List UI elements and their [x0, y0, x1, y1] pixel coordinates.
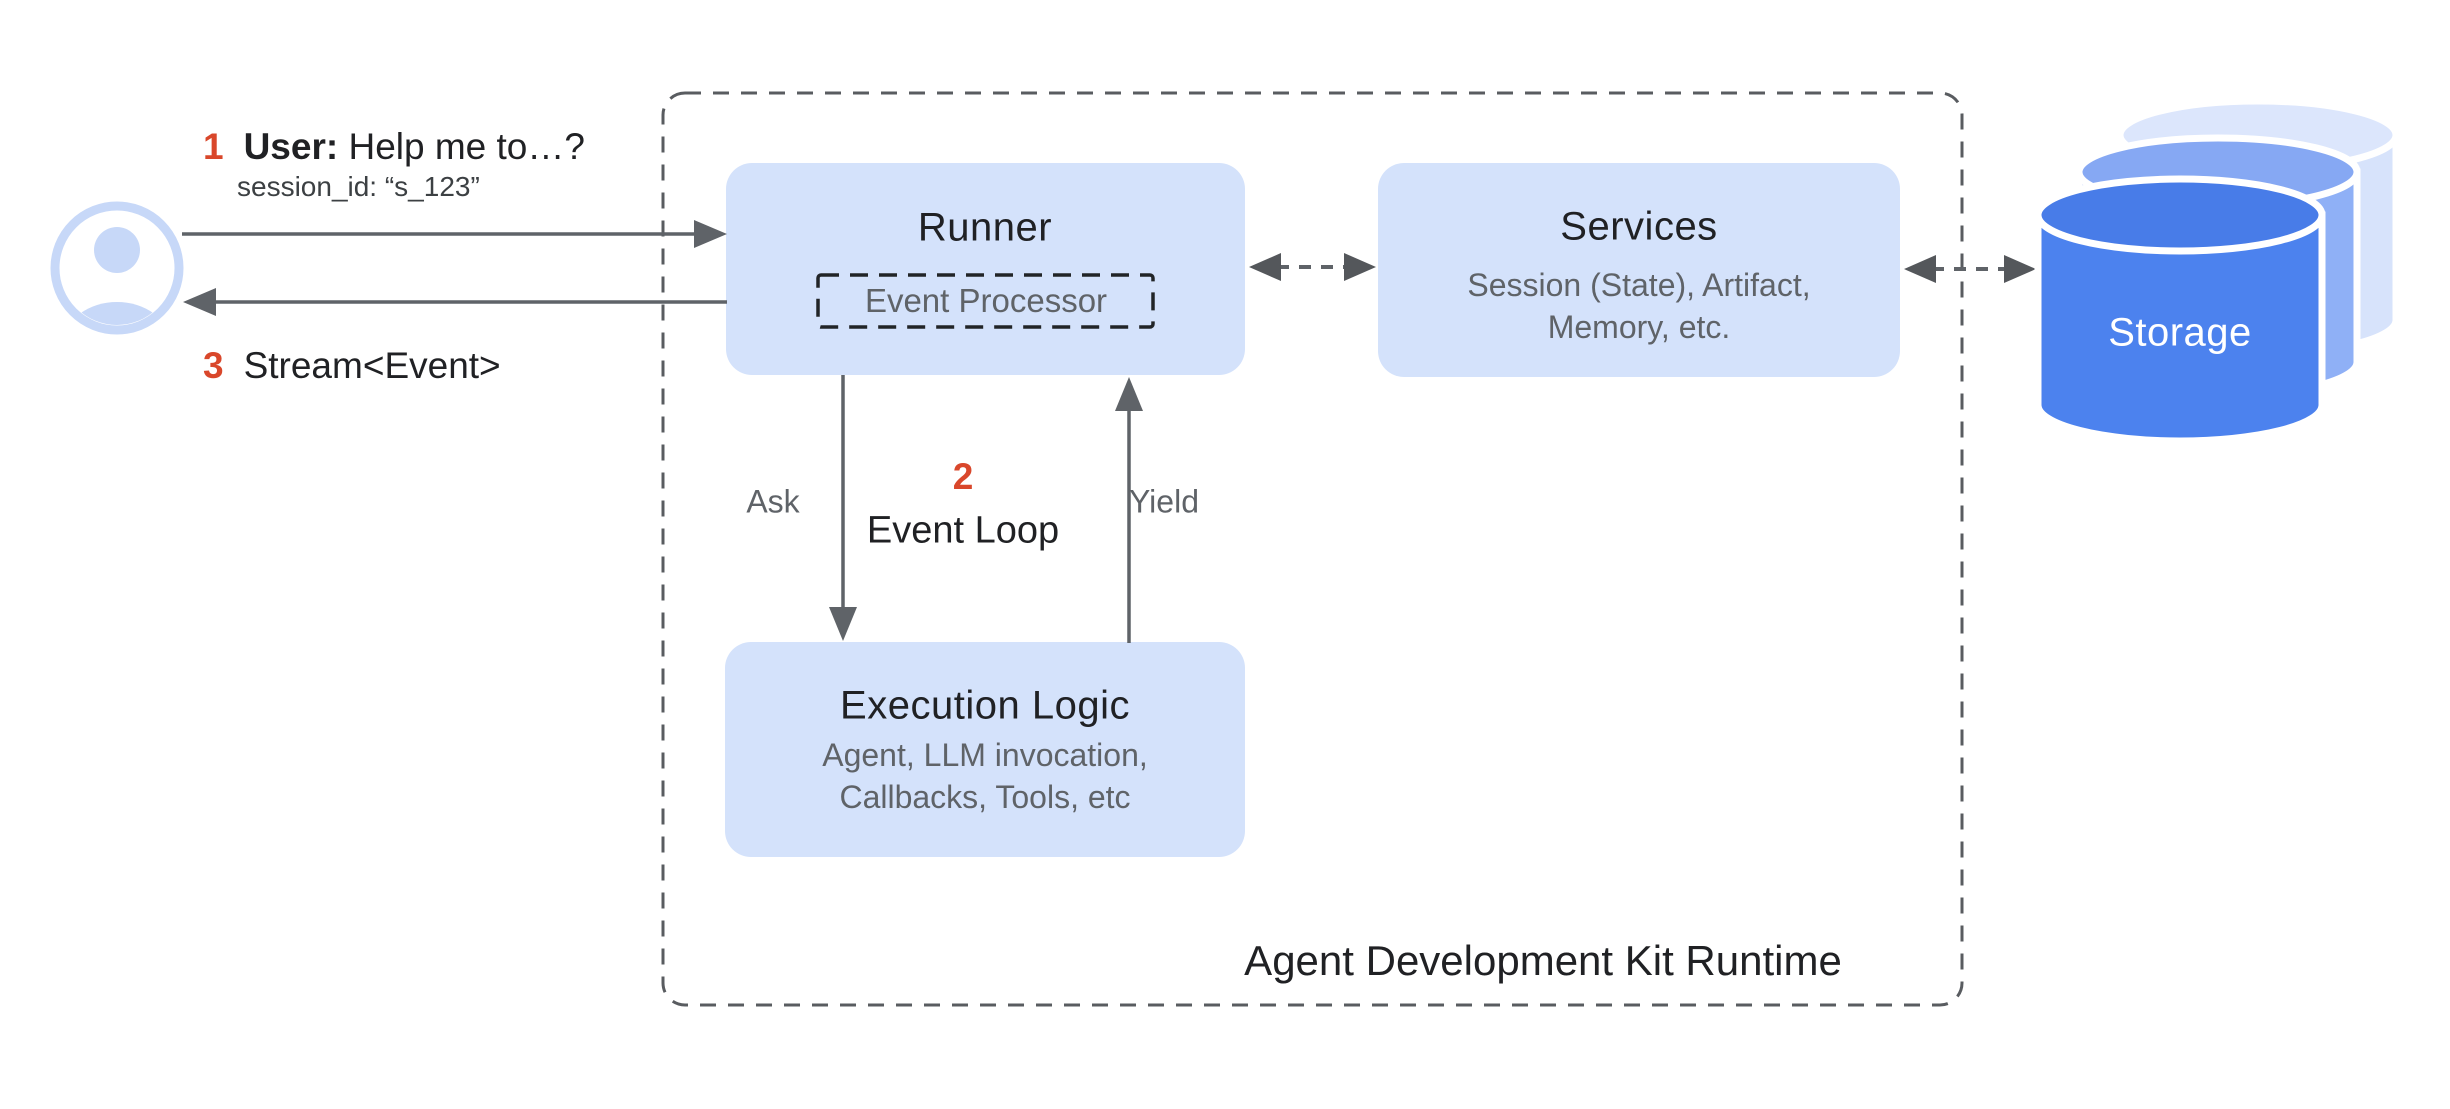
- execution-logic-subtitle-line1: Agent, LLM invocation,: [822, 737, 1148, 773]
- step1-speaker: User:: [243, 126, 339, 167]
- user-response-line: 3 Stream<Event>: [203, 345, 501, 387]
- ask-label: Ask: [746, 483, 800, 520]
- services-storage-arrow: [1904, 255, 2036, 283]
- runner-box: [726, 163, 1245, 375]
- ask-arrow: [829, 375, 857, 641]
- execution-logic-title: Execution Logic: [840, 683, 1130, 728]
- user-avatar-icon: [50, 201, 184, 335]
- event-loop-step-number: 2: [952, 456, 974, 497]
- execution-logic-subtitle: Agent, LLM invocation, Callbacks, Tools,…: [822, 734, 1148, 818]
- services-subtitle: Session (State), Artifact, Memory, etc.: [1467, 264, 1810, 348]
- runner-title: Runner: [917, 205, 1053, 250]
- storage-label: Storage: [2108, 310, 2252, 355]
- step3-message: Stream<Event>: [243, 345, 501, 386]
- user-request-line: 1 User: Help me to…?: [203, 126, 585, 168]
- session-id-label: session_id: “s_123”: [237, 171, 480, 202]
- storage-icon: [2034, 97, 2400, 445]
- services-subtitle-line2: Memory, etc.: [1547, 309, 1731, 345]
- event-loop-label: Event Loop: [866, 509, 1060, 552]
- step1-number: 1: [203, 126, 224, 167]
- step1-message: Help me to…?: [348, 126, 585, 167]
- services-subtitle-line1: Session (State), Artifact,: [1467, 267, 1811, 303]
- runner-services-arrow: [1249, 253, 1376, 281]
- request-arrow: [182, 220, 727, 248]
- event-processor-label: Event Processor: [864, 282, 1108, 319]
- runtime-label: Agent Development Kit Runtime: [1244, 937, 1842, 984]
- yield-label: Yield: [1129, 483, 1199, 520]
- execution-logic-subtitle-line2: Callbacks, Tools, etc: [839, 779, 1131, 815]
- services-title: Services: [1560, 204, 1718, 249]
- step3-number: 3: [203, 345, 224, 386]
- response-arrow: [183, 288, 727, 316]
